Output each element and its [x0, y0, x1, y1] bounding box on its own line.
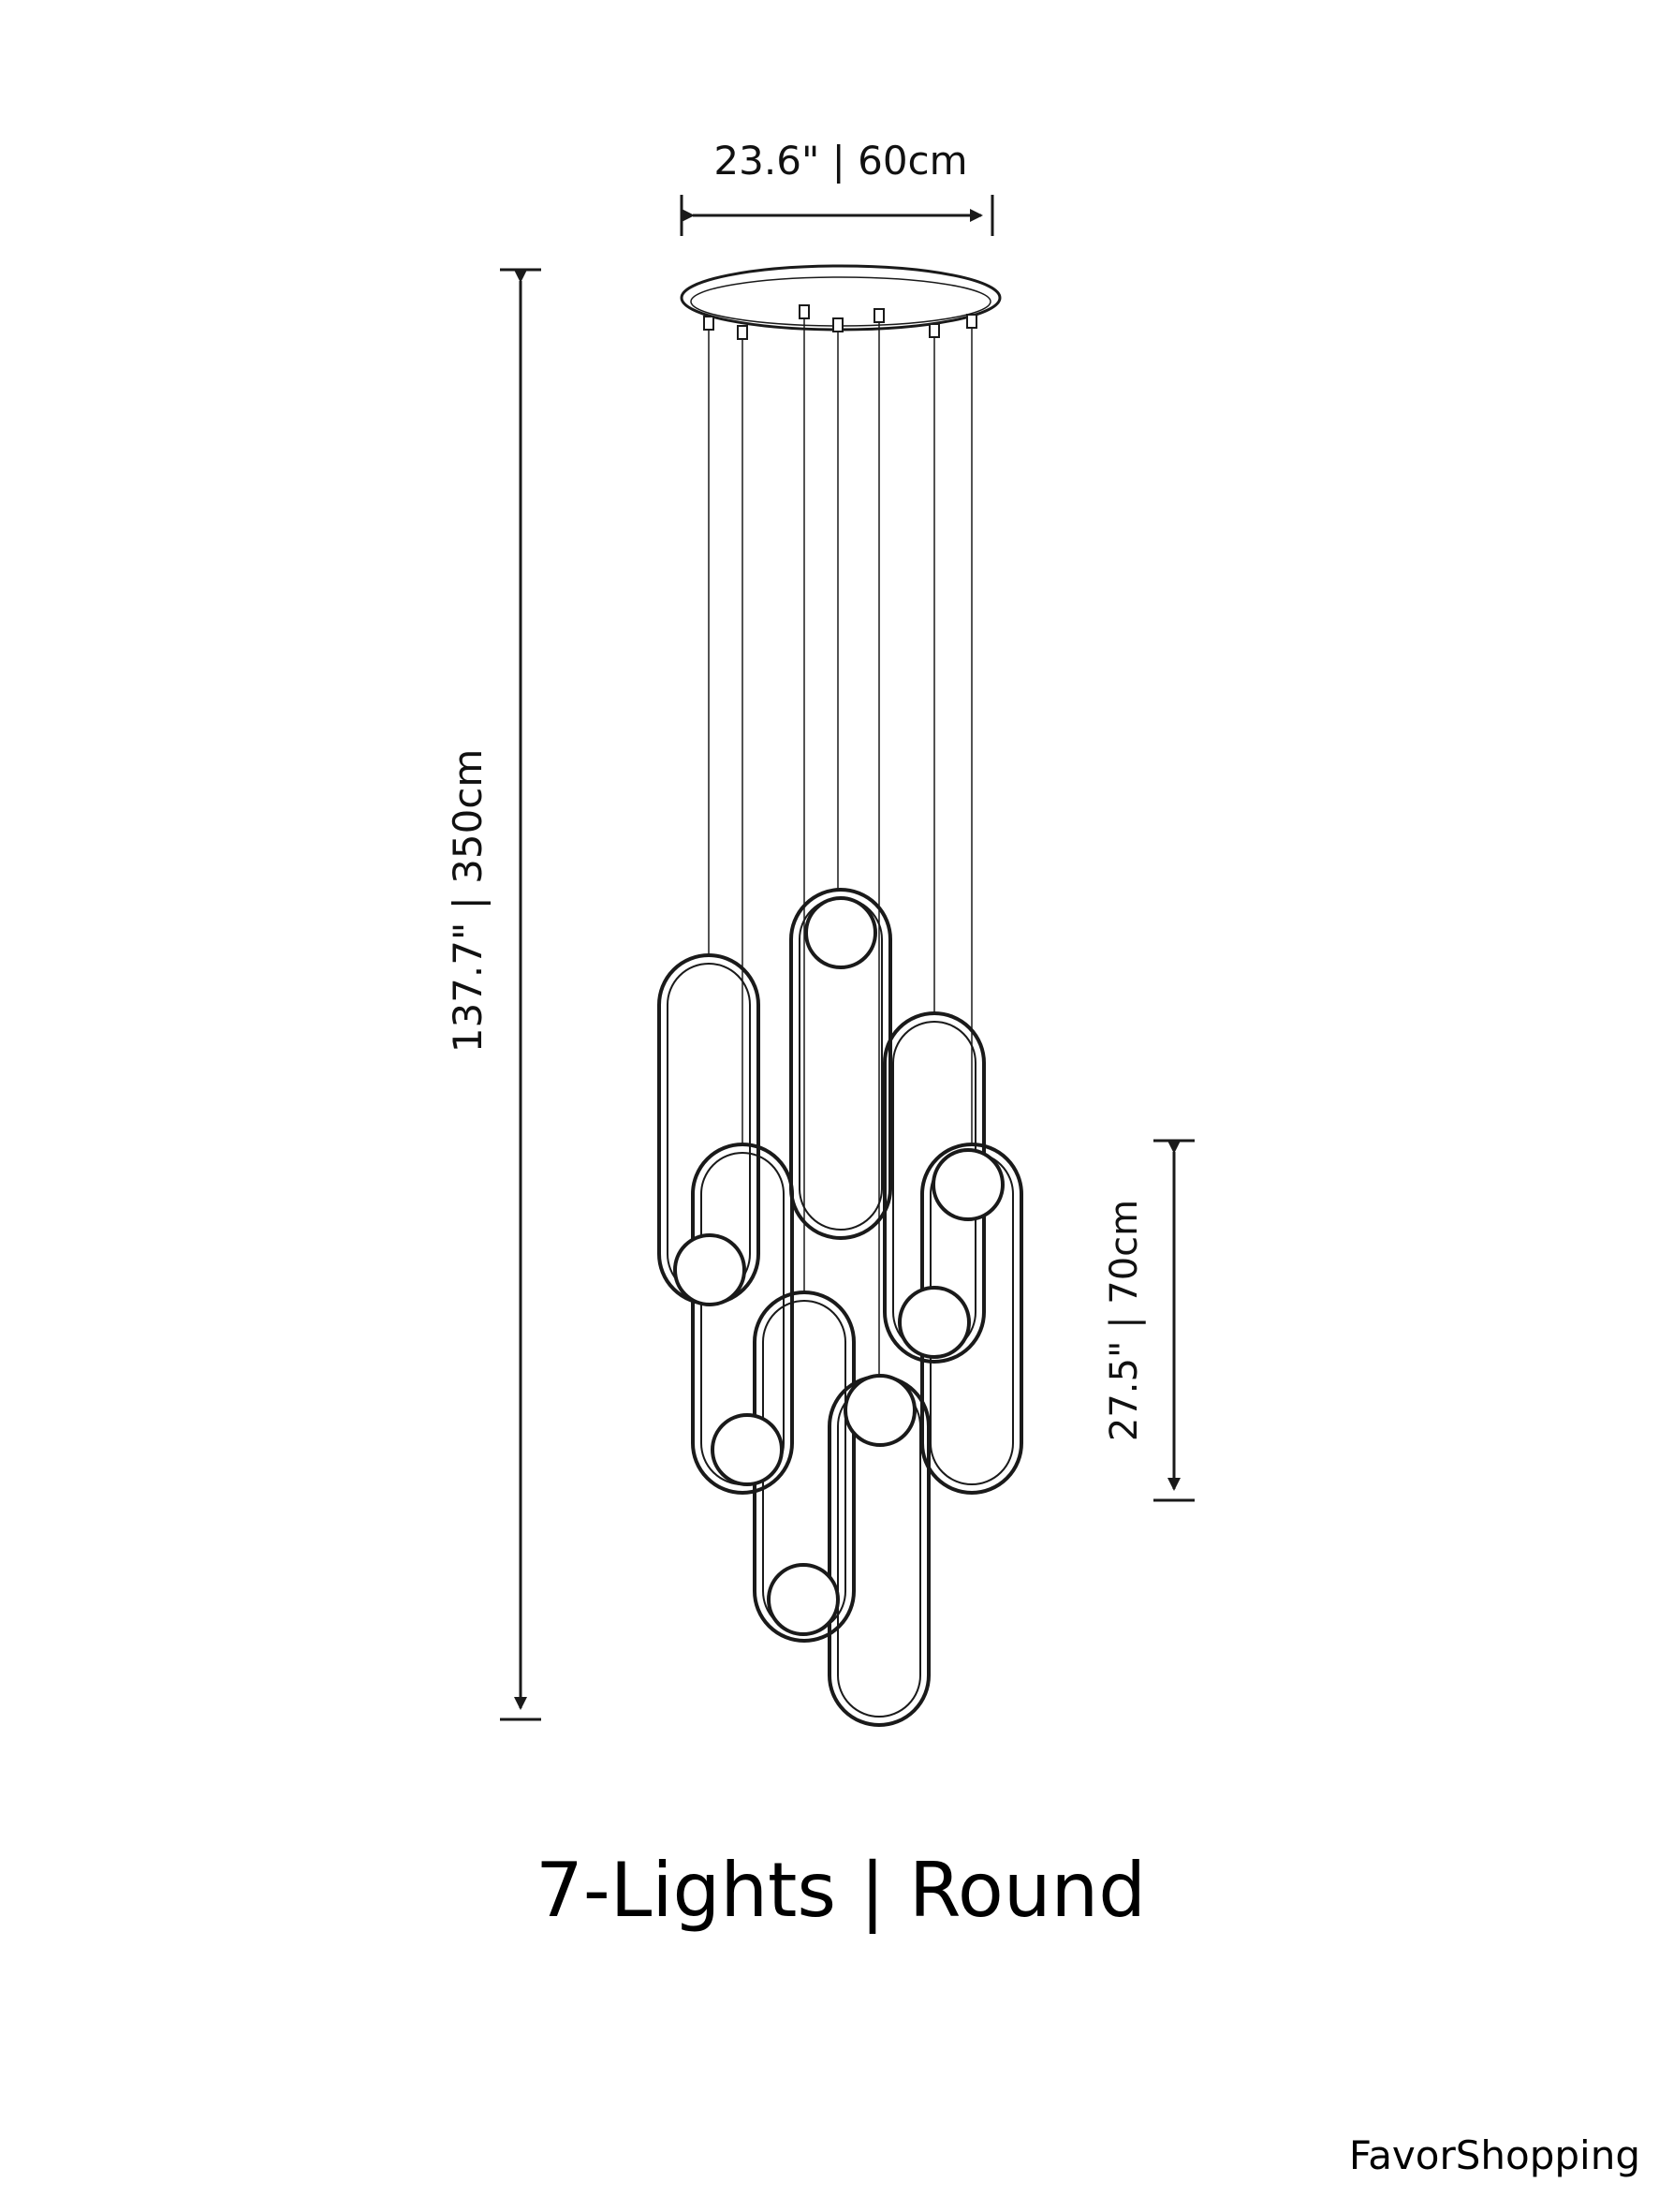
globe-light: [898, 1286, 971, 1359]
pendant-length-dimension: [1153, 1139, 1195, 1502]
height-dimension: [500, 268, 541, 1721]
brand-watermark: FavorShopping: [1349, 2132, 1640, 2178]
height-label: 137.7" | 350cm: [445, 749, 491, 1054]
width-label: 23.6" | 60cm: [713, 138, 967, 184]
globe-lights: [673, 896, 1005, 1636]
globe-light: [932, 1148, 1005, 1221]
globe-light: [844, 1374, 917, 1447]
width-dimension: [680, 195, 994, 236]
product-title: 7-Lights | Round: [536, 1847, 1146, 1935]
globe-light: [804, 896, 877, 969]
suspension-wires: [708, 318, 973, 1377]
globe-light: [711, 1413, 784, 1486]
pendant-length-label: 27.5" | 70cm: [1103, 1200, 1146, 1441]
globe-light: [673, 1233, 746, 1306]
globe-light: [767, 1563, 840, 1636]
